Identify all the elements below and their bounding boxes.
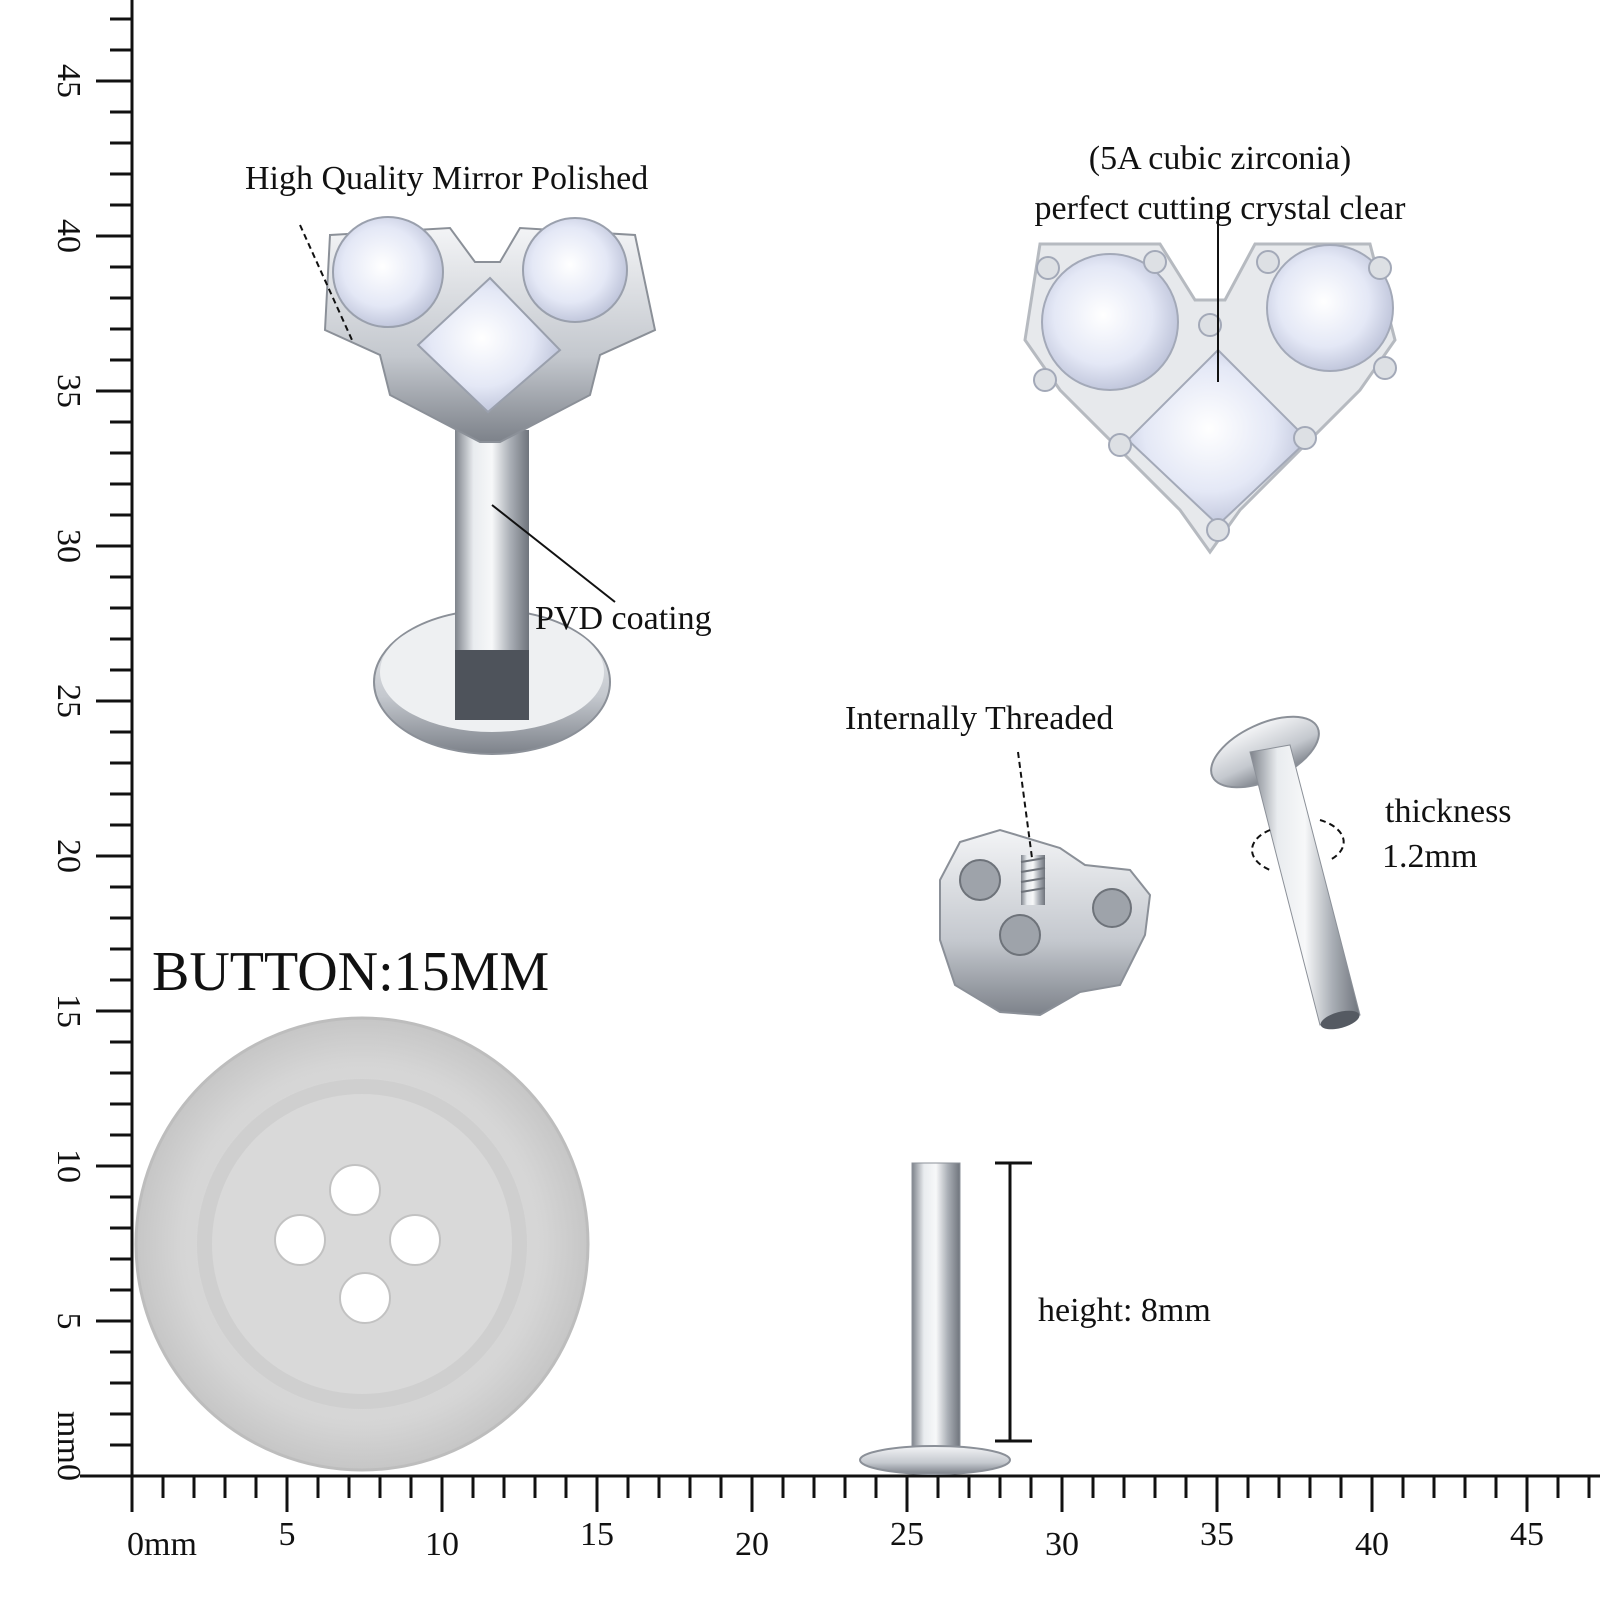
threaded-top-piece [939, 751, 1152, 1017]
ruler-y-label: 15 [50, 994, 87, 1028]
height-label: height: 8mm [1038, 1292, 1211, 1329]
ruler-y-label: 30 [50, 529, 87, 563]
ruler-x-label: 5 [278, 1516, 296, 1553]
ruler-y-label: 40 [50, 219, 87, 253]
cubic-zirconia-label: (5A cubic zirconia) [1088, 140, 1352, 177]
ruler-x-label: 10 [425, 1526, 459, 1563]
ruler-x-label: 40 [1355, 1526, 1389, 1563]
ruler-x-label: 0mm [127, 1526, 197, 1563]
threaded-post-piece [1210, 715, 1361, 1030]
ruler-y-label: mm0 [50, 1411, 87, 1481]
height-post [859, 1161, 1032, 1475]
button-scale-reference [134, 1016, 590, 1472]
ruler-y-label: 20 [50, 839, 87, 873]
internally-threaded-label: Internally Threaded [845, 700, 1114, 737]
gem-top-closeup [1023, 205, 1397, 555]
thickness-label: thickness [1385, 793, 1512, 830]
ruler-y-label: 10 [50, 1149, 87, 1183]
ruler-x-label: 20 [735, 1526, 769, 1563]
ruler-x-label: 25 [890, 1516, 924, 1553]
ruler-x-label: 35 [1200, 1516, 1234, 1553]
ruler-horizontal-ticks [130, 1476, 1591, 1512]
ruler-y-label: 25 [50, 684, 87, 718]
ruler-y-label: 5 [50, 1312, 87, 1330]
crystal-clear-label: perfect cutting crystal clear [1034, 190, 1406, 227]
ruler-x-label: 45 [1510, 1516, 1544, 1553]
mirror-polished-label: High Quality Mirror Polished [245, 160, 649, 197]
ruler-vertical-ticks [96, 17, 132, 1478]
ruler-x-label: 30 [1045, 1526, 1079, 1563]
ruler-x-label: 15 [580, 1516, 614, 1553]
button-size-label: BUTTON:15MM [152, 941, 550, 1003]
ruler-y-label: 35 [50, 374, 87, 408]
thickness-value: 1.2mm [1382, 838, 1478, 875]
ruler-y-label: 45 [50, 64, 87, 98]
pvd-coating-label: PVD coating [535, 600, 712, 637]
labret-assembled [299, 216, 657, 755]
